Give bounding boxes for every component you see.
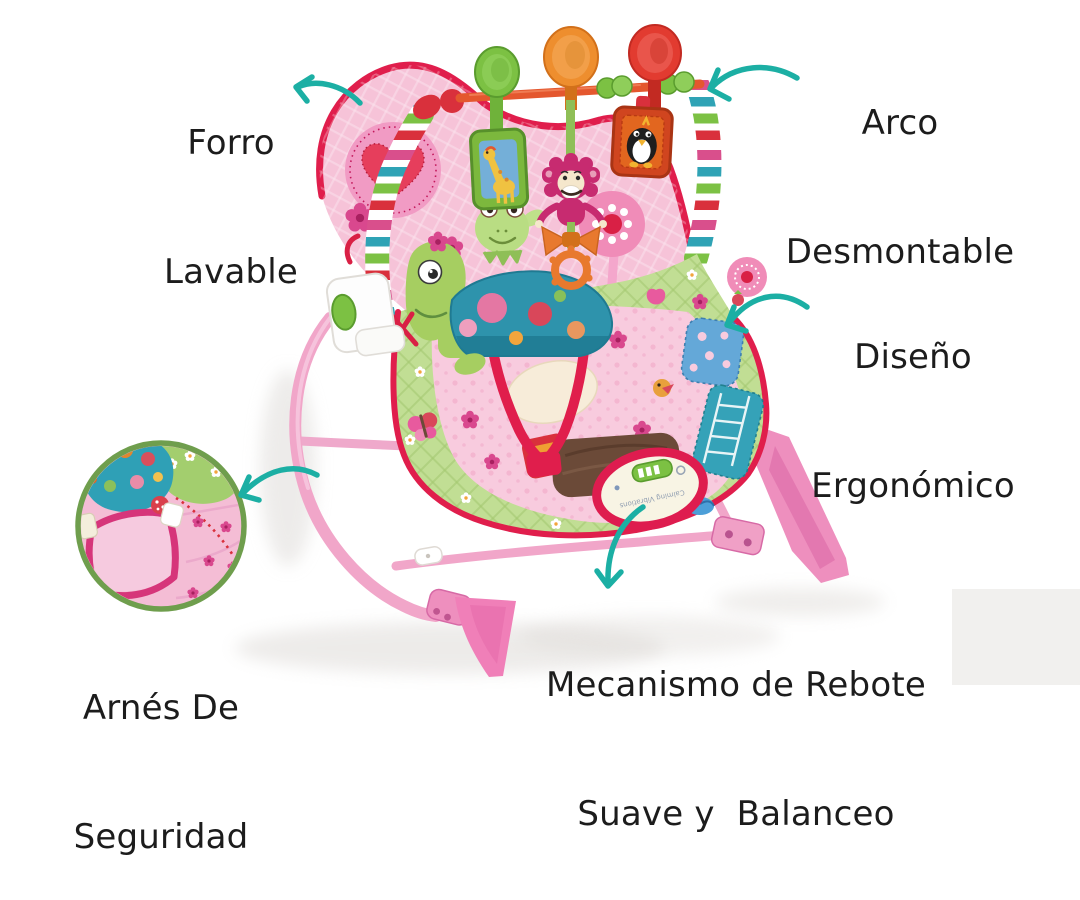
label-line: Ergonómico	[811, 466, 1015, 506]
label-arnes-seguridad: Arnés De Seguridad	[74, 601, 249, 900]
label-line: Lavable	[163, 252, 299, 292]
label-line: Forro	[187, 123, 275, 163]
arrow-mecanismo-icon	[594, 504, 646, 589]
label-mecanismo-rebote: Mecanismo de Rebote Suave y Balanceo	[546, 578, 926, 879]
frame-kickstand	[695, 428, 849, 583]
spinner-disc-green	[474, 46, 520, 136]
frame-left-rocker	[289, 312, 442, 622]
arch-pole-right	[684, 74, 722, 270]
arrow-arnes-seguridad-icon	[238, 466, 320, 503]
label-line: Mecanismo de Rebote	[546, 665, 926, 705]
spinner-disc-orange	[543, 26, 599, 110]
ladder-patch	[691, 384, 765, 480]
label-diseno-ergonomico: Diseño Ergonómico	[811, 250, 1015, 551]
label-line: Seguridad	[73, 817, 249, 857]
label-forro-lavable: Forro Lavable	[164, 36, 298, 337]
toy-penguin-card	[610, 95, 674, 179]
annotation-arrows	[238, 64, 810, 589]
recline-button	[331, 293, 357, 331]
toy-bow	[541, 225, 601, 257]
seat-trim	[390, 309, 770, 539]
hanging-toys	[469, 95, 674, 290]
frame-front-foot	[426, 588, 516, 677]
label-line: Diseño	[854, 337, 972, 377]
harness-detail-inset	[75, 440, 247, 612]
polka-patch	[680, 317, 745, 387]
toy-ring	[549, 245, 593, 290]
label-line: Arco	[861, 103, 939, 143]
arrow-diseno-ergonomico-icon	[724, 293, 810, 334]
arrow-arco-desmontable-icon	[707, 64, 800, 102]
inset-pad	[88, 513, 176, 592]
turtle	[405, 231, 614, 375]
lollipop-flower-2	[727, 257, 767, 297]
toy-giraffe-card	[469, 127, 530, 211]
label-line: Suave y Balanceo	[577, 794, 895, 834]
label-line: Desmontable	[785, 232, 1015, 272]
label-line: Arnés De	[82, 688, 240, 728]
frame-front-crossbar	[391, 530, 727, 571]
toy-monkey	[535, 100, 607, 290]
photo-edge-band	[952, 589, 1080, 685]
label-arco-desmontable: Arco Desmontable	[786, 16, 1015, 317]
arrow-forro-lavable-icon	[293, 74, 363, 106]
inset-harness-strap	[85, 508, 179, 600]
strawberry-motif	[732, 294, 744, 306]
recline-hinge	[325, 233, 419, 357]
spinner-disc-red	[628, 24, 682, 110]
butterfly-motif	[407, 412, 438, 442]
vibration-unit: Calming Vibrations	[592, 447, 708, 531]
